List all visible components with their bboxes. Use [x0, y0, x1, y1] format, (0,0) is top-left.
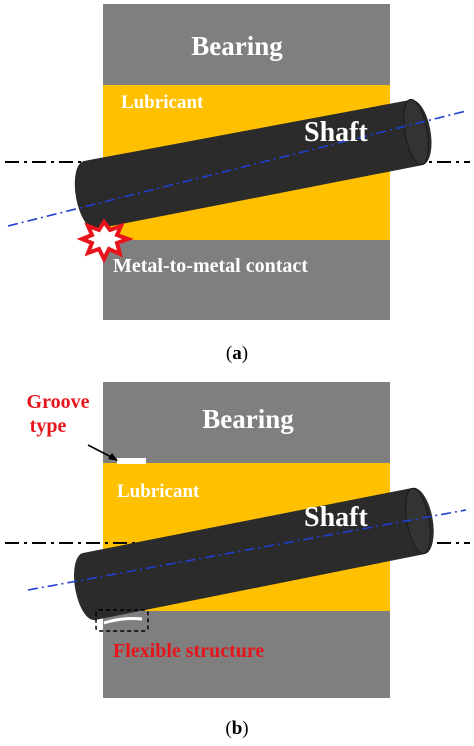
caption-a-open: ( — [225, 343, 233, 364]
shaft-label: Shaft — [304, 117, 368, 148]
caption-b-close: ) — [242, 718, 249, 739]
shaft-axis — [27, 509, 467, 591]
caption-b: (b) — [0, 718, 474, 740]
groove-label-line2: type — [30, 415, 67, 437]
contact-burst-icon — [76, 218, 134, 264]
lubricant-label: Lubricant — [117, 481, 200, 502]
caption-b-open: ( — [225, 718, 232, 739]
flexible-structure-label: Flexible structure — [113, 640, 264, 662]
groove-arrowhead-icon — [108, 453, 118, 461]
flexible-structure-shape — [103, 617, 143, 625]
bearing-label: Bearing — [202, 404, 294, 434]
flexible-structure-box — [95, 609, 149, 632]
panel-a: Bearing Lubricant Shaft Metal-to-metal c… — [0, 4, 474, 365]
groove-label-line1: Groove — [27, 391, 90, 413]
shaft — [73, 487, 434, 621]
caption-a-close: ) — [241, 343, 249, 364]
contact-label: Metal-to-metal contact — [113, 255, 308, 277]
panel-b-diagram: Bearing Lubricant Shaft Groove type Flex… — [5, 382, 470, 698]
shaft-label: Shaft — [304, 502, 368, 533]
groove-slot — [117, 458, 146, 464]
bearing-label: Bearing — [191, 31, 283, 61]
lubricant-label: Lubricant — [121, 92, 204, 113]
caption-a: (a) — [0, 343, 474, 365]
panel-a-diagram: Bearing Lubricant Shaft Metal-to-metal c… — [5, 4, 470, 320]
caption-a-letter: a — [232, 343, 242, 364]
caption-b-letter: b — [231, 718, 243, 739]
panel-b: Bearing Lubricant Shaft Groove type Flex… — [0, 373, 474, 746]
shaft — [74, 98, 432, 230]
